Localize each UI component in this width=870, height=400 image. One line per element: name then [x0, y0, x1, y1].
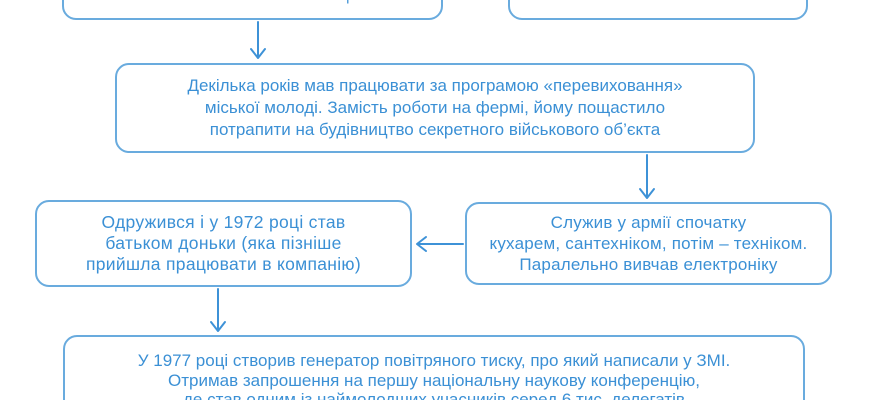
down-arrow-icon	[639, 154, 655, 199]
flowchart-box-top-right	[508, 0, 808, 20]
flowchart-box-army: Служив у армії спочатку кухарем, сантехн…	[465, 202, 832, 285]
flowchart-box-generator-text: У 1977 році створив генератор повітряног…	[137, 351, 731, 400]
flowchart-box-marriage: Одружився і у 1972 році став батьком дон…	[35, 200, 412, 287]
flowchart-box-army-text: Служив у армії спочатку кухарем, сантехн…	[489, 213, 808, 274]
flowchart-box-reeducation-text: Декілька років мав працювати за програмо…	[187, 76, 683, 139]
flowchart-box-marriage-text: Одружився і у 1972 році став батьком дон…	[86, 212, 361, 274]
flowchart-box-reeducation: Декілька років мав працювати за програмо…	[115, 63, 755, 153]
flowchart-box-top-left-text: газопостачання та вентиляції»	[139, 0, 365, 6]
flowchart-box-generator: У 1977 році створив генератор повітряног…	[63, 335, 805, 400]
flowchart-box-top-left: газопостачання та вентиляції»	[62, 0, 443, 20]
down-arrow-icon	[210, 288, 226, 332]
down-arrow-icon	[250, 21, 266, 59]
left-arrow-icon	[416, 236, 464, 252]
